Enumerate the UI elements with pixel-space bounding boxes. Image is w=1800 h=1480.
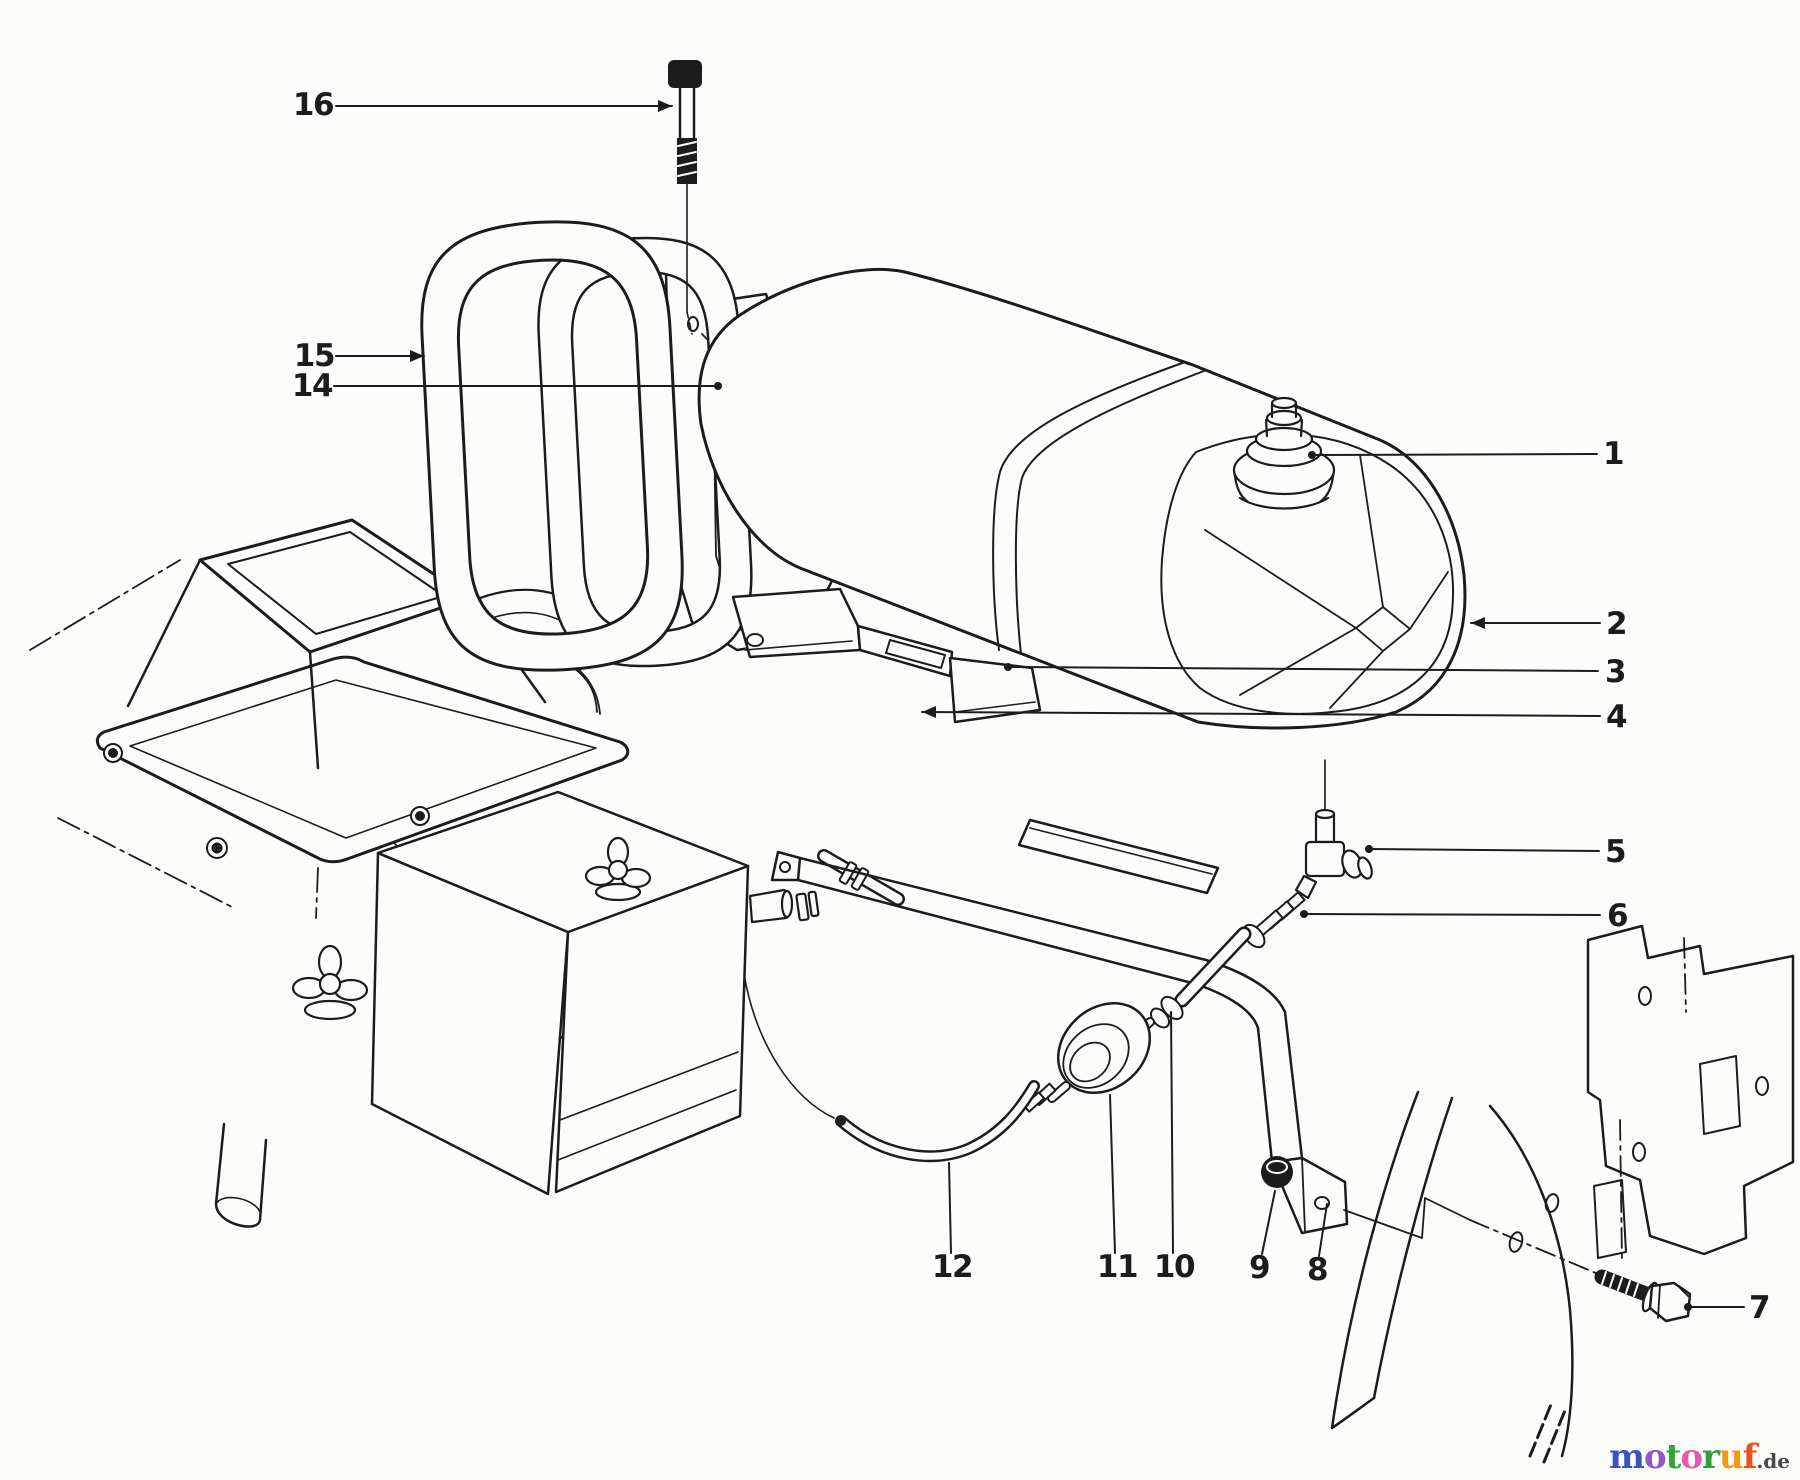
engine-base-flange: [95, 655, 630, 864]
logo-letter: m: [1608, 1437, 1645, 1477]
callout-12: 12: [932, 1162, 974, 1285]
fuel-tank-cap: [1232, 396, 1336, 510]
logo-letter: u: [1718, 1437, 1744, 1477]
leader-dot: [714, 382, 722, 390]
heat-shield-strip: [1017, 818, 1220, 895]
callout-16: 16: [293, 87, 673, 123]
logo-letter: o: [1680, 1437, 1703, 1477]
leader-arrow-icon: [1471, 617, 1485, 629]
callout-label-2: 2: [1606, 606, 1626, 642]
leader-line: [1311, 453, 1598, 456]
callout-8: 8: [1307, 1203, 1329, 1288]
callout-label-14: 14: [292, 368, 333, 404]
leader-line: [1170, 1011, 1174, 1254]
pickup-tube: [817, 849, 905, 906]
fuel-tank: [697, 268, 1467, 730]
leader-line: [1368, 848, 1600, 852]
leader-dot: [1365, 845, 1373, 853]
callout-7: 7: [1684, 1290, 1771, 1326]
callout-3: 3: [1004, 654, 1627, 690]
tank-bracket-4: [731, 587, 1042, 724]
tank-seam: [992, 361, 1205, 655]
leader-line: [1261, 1190, 1276, 1255]
callout-label-7: 7: [1749, 1290, 1769, 1326]
callout-4: 4: [921, 699, 1628, 735]
outlet-stub-and-clamp: [748, 888, 820, 924]
tank-crease-lines: [1204, 454, 1449, 709]
wing-knob: [291, 944, 369, 1021]
callout-5: 5: [1365, 834, 1627, 870]
leader-dot: [1684, 1303, 1692, 1311]
fuel-hose-12: [743, 973, 1040, 1163]
callout-label-12: 12: [932, 1249, 972, 1285]
callout-label-8: 8: [1307, 1252, 1327, 1288]
logo-suffix: .de: [1756, 1449, 1790, 1473]
wing-knob: [584, 836, 652, 902]
leader-line: [1007, 666, 1599, 672]
shutoff-valve-5: [1294, 759, 1373, 900]
callout-11: 11: [1097, 1094, 1139, 1285]
logo-letter: f: [1742, 1437, 1758, 1477]
mount-alignment-line: [1343, 1197, 1599, 1275]
leader-arrow-icon: [658, 100, 672, 112]
callout-10: 10: [1154, 1011, 1196, 1285]
leader-line: [1303, 913, 1601, 916]
air-cleaner-cover-ring-15: [420, 220, 684, 672]
callout-label-10: 10: [1154, 1249, 1195, 1285]
reservoir-box: [370, 790, 750, 1196]
leader-dot: [1308, 451, 1316, 459]
callout-label-6: 6: [1607, 898, 1627, 934]
callout-label-5: 5: [1605, 834, 1625, 870]
logo-wordmark: motoruf: [1608, 1437, 1758, 1477]
callout-14: 14: [292, 368, 722, 404]
fuel-filter-11: [1022, 1001, 1155, 1113]
handle-blade-panel: [1330, 1090, 1574, 1464]
logo-letter: o: [1643, 1437, 1667, 1477]
callout-1: 1: [1308, 436, 1625, 472]
motoruf-logo[interactable]: motoruf.de: [1609, 1440, 1790, 1474]
callout-label-9: 9: [1249, 1250, 1269, 1286]
callout-label-3: 3: [1605, 654, 1625, 690]
leader-arrow-icon: [410, 350, 424, 362]
callout-label-11: 11: [1097, 1249, 1137, 1285]
leader-line: [1109, 1094, 1116, 1254]
bolt-7: [1594, 1269, 1692, 1323]
bolt-16: [668, 60, 702, 335]
logo-letter: r: [1702, 1437, 1720, 1477]
callout-label-1: 1: [1603, 436, 1623, 472]
leader-arrow-icon: [922, 706, 936, 718]
leader-line: [1318, 1203, 1328, 1257]
fuel-pipe-10: [1149, 926, 1252, 1029]
callout-15: 15: [294, 338, 425, 374]
fitting-6: [1242, 891, 1306, 949]
callout-9: 9: [1249, 1190, 1276, 1286]
nut-9: [1261, 1156, 1293, 1188]
leader-line: [948, 1162, 952, 1254]
leader-line: [921, 711, 1601, 717]
callout-label-16: 16: [293, 87, 333, 123]
leader-dot: [1004, 663, 1012, 671]
drain-tube: [214, 1122, 268, 1228]
handle-mount-panel: [1586, 924, 1795, 1263]
callout-label-15: 15: [294, 338, 334, 374]
leader-dot: [1300, 910, 1308, 918]
callout-2: 2: [1470, 606, 1628, 642]
callout-label-4: 4: [1606, 699, 1627, 735]
callout-6: 6: [1300, 898, 1629, 934]
logo-letter: t: [1665, 1437, 1682, 1477]
